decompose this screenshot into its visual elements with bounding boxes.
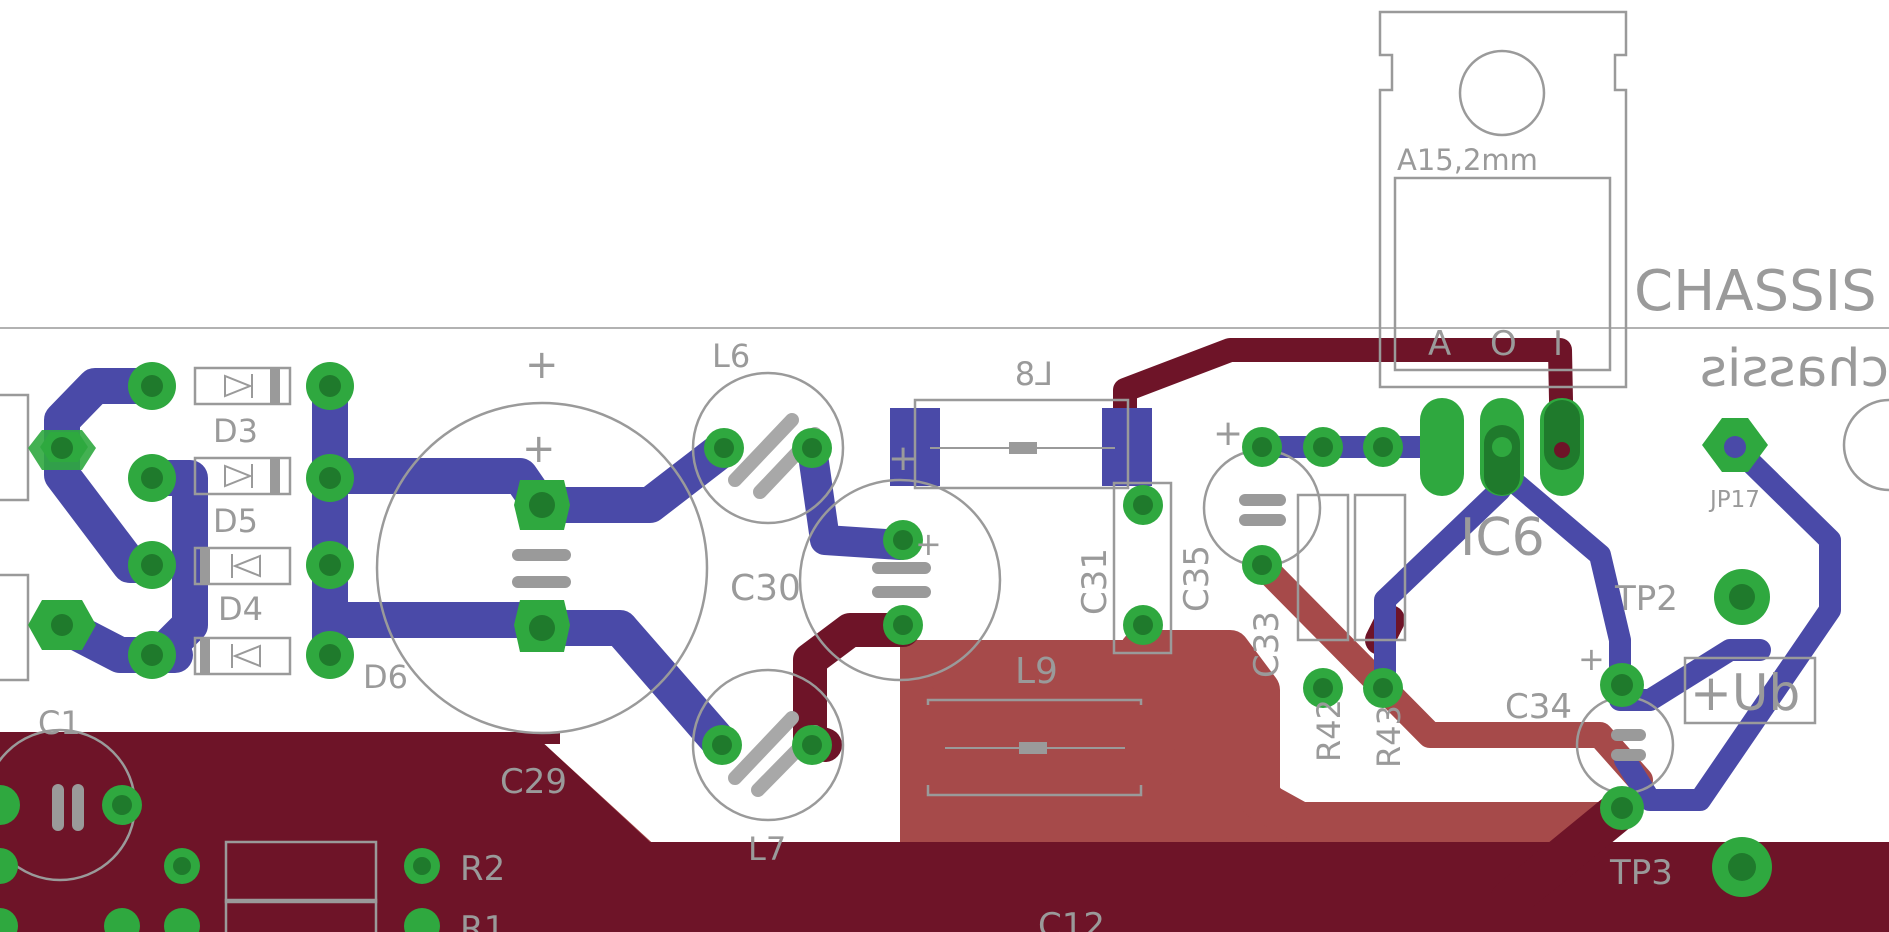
label-jp17: JP17 [1708, 487, 1760, 513]
label-l7: L7 [748, 830, 786, 868]
plus-c29-outer: + [525, 342, 559, 388]
label-d3: D3 [213, 412, 258, 450]
ic6-pads [1420, 398, 1584, 496]
label-r2: R2 [460, 849, 505, 889]
plus-c30: + [915, 525, 942, 563]
label-c34: C34 [1505, 687, 1572, 727]
label-c33: C33 [1247, 611, 1287, 678]
l9-pads [900, 705, 1167, 785]
silkscreen-labels: CHASSIS chassis A15,2mm A O I D3 D5 D4 D… [38, 143, 1889, 932]
label-r42: R42 [1310, 699, 1348, 762]
label-d6: D6 [363, 658, 408, 696]
label-chassis-mirrored: chassis [1700, 339, 1889, 399]
diode-symbols [224, 374, 261, 668]
plus-c29-inner: + [522, 426, 556, 472]
label-c35: C35 [1177, 545, 1217, 612]
diode-bands [200, 368, 280, 674]
label-c12: C12 [1038, 906, 1105, 932]
label-c1: C1 [38, 704, 81, 742]
label-l6: L6 [712, 337, 750, 375]
label-heatsink: A15,2mm [1397, 143, 1538, 177]
through-hole-pads [0, 362, 1772, 932]
label-ub: +Ub [1690, 664, 1800, 722]
label-d5: D5 [213, 502, 258, 540]
plus-c33: + [1213, 413, 1243, 454]
label-pin-i: I [1553, 324, 1563, 364]
label-pin-o: O [1490, 324, 1517, 364]
label-ic6: IC6 [1460, 508, 1545, 568]
label-c29: C29 [500, 762, 567, 802]
label-tp2: TP2 [1614, 579, 1678, 619]
top-copper-layer [0, 732, 1889, 932]
silkscreen-outlines [0, 10, 1889, 932]
label-r1: R1 [460, 909, 505, 932]
label-chassis: CHASSIS [1634, 259, 1877, 324]
plus-l8: + [888, 438, 918, 479]
inductor-bars [930, 442, 1125, 754]
label-l9: L9 [1015, 651, 1058, 692]
label-pin-a: A [1428, 324, 1451, 364]
label-c31: C31 [1075, 548, 1115, 615]
label-l8: L8 [1015, 355, 1053, 393]
label-c30: C30 [730, 568, 801, 609]
label-tp3: TP3 [1609, 853, 1673, 893]
plus-c34: + [1578, 640, 1605, 678]
label-d4: D4 [218, 590, 263, 628]
silkscreen-inner-marks [52, 494, 1646, 831]
label-r43: R43 [1370, 705, 1408, 768]
